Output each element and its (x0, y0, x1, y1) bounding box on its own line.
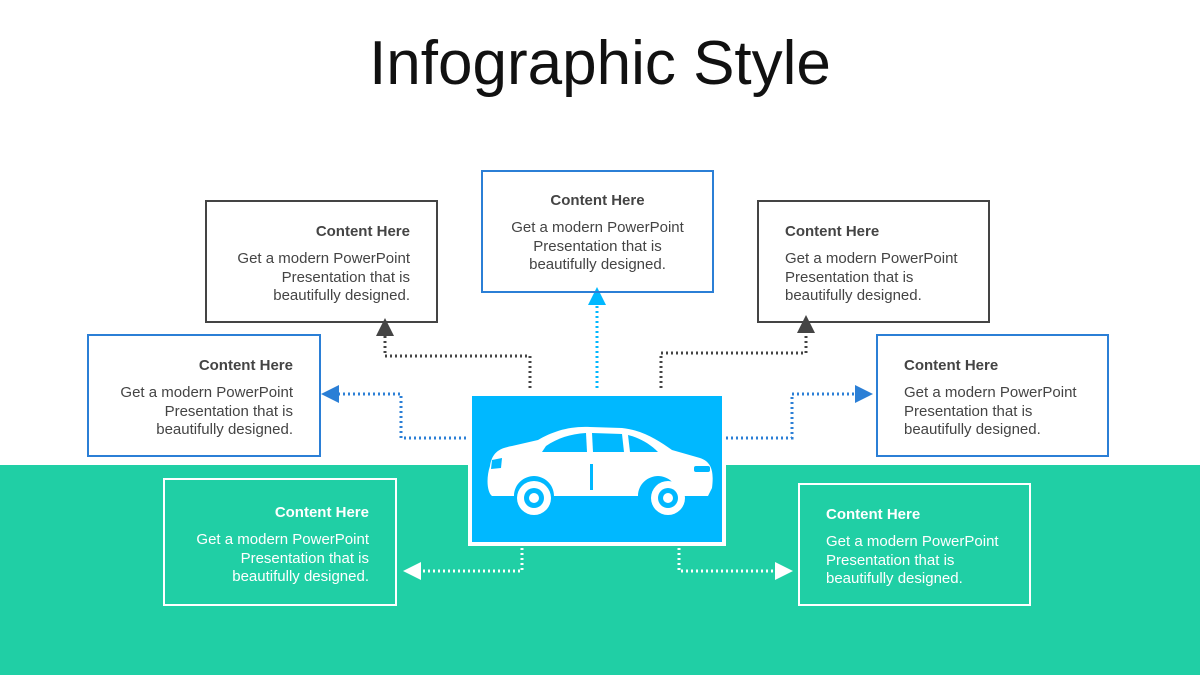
car-icon (487, 426, 713, 515)
box-heading: Content Here (826, 506, 921, 523)
content-box-lower-left: Content Here Get a modern PowerPoint Pre… (163, 478, 397, 606)
box-text: Get a modern PowerPoint Presentation tha… (196, 531, 369, 585)
box-text: Get a modern PowerPoint Presentation tha… (904, 384, 1077, 438)
box-heading: Content Here (198, 357, 293, 374)
content-box-lower-right: Content Here Get a modern PowerPoint Pre… (798, 483, 1031, 606)
content-box-top-center: Content Here Get a modern PowerPoint Pre… (481, 170, 714, 293)
box-text: Get a modern PowerPoint Presentation tha… (826, 533, 999, 587)
box-heading: Content Here (315, 223, 410, 240)
box-heading: Content Here (274, 504, 369, 521)
box-text: Get a modern PowerPoint Presentation tha… (237, 250, 410, 304)
box-heading: Content Here (550, 192, 645, 209)
connector-upper-right (659, 315, 815, 388)
content-box-upper-left: Content Here Get a modern PowerPoint Pre… (205, 200, 438, 323)
center-hub (468, 392, 726, 546)
box-heading: Content Here (904, 357, 999, 374)
slide-title: Infographic Style (369, 29, 831, 98)
content-box-upper-right: Content Here Get a modern PowerPoint Pre… (757, 200, 990, 323)
content-box-mid-left: Content Here Get a modern PowerPoint Pre… (87, 334, 321, 457)
connector-lower-left (403, 548, 524, 580)
box-heading: Content Here (785, 223, 880, 240)
box-text: Get a modern PowerPoint Presentation tha… (120, 384, 293, 438)
connector-mid-right (726, 385, 873, 440)
connector-upper-left (376, 318, 532, 388)
connector-mid-left (321, 385, 466, 440)
connector-lower-right (677, 548, 793, 580)
box-text: Get a modern PowerPoint Presentation tha… (785, 250, 958, 304)
content-box-mid-right: Content Here Get a modern PowerPoint Pre… (876, 334, 1109, 457)
box-text: Get a modern PowerPoint Presentation tha… (511, 219, 684, 273)
